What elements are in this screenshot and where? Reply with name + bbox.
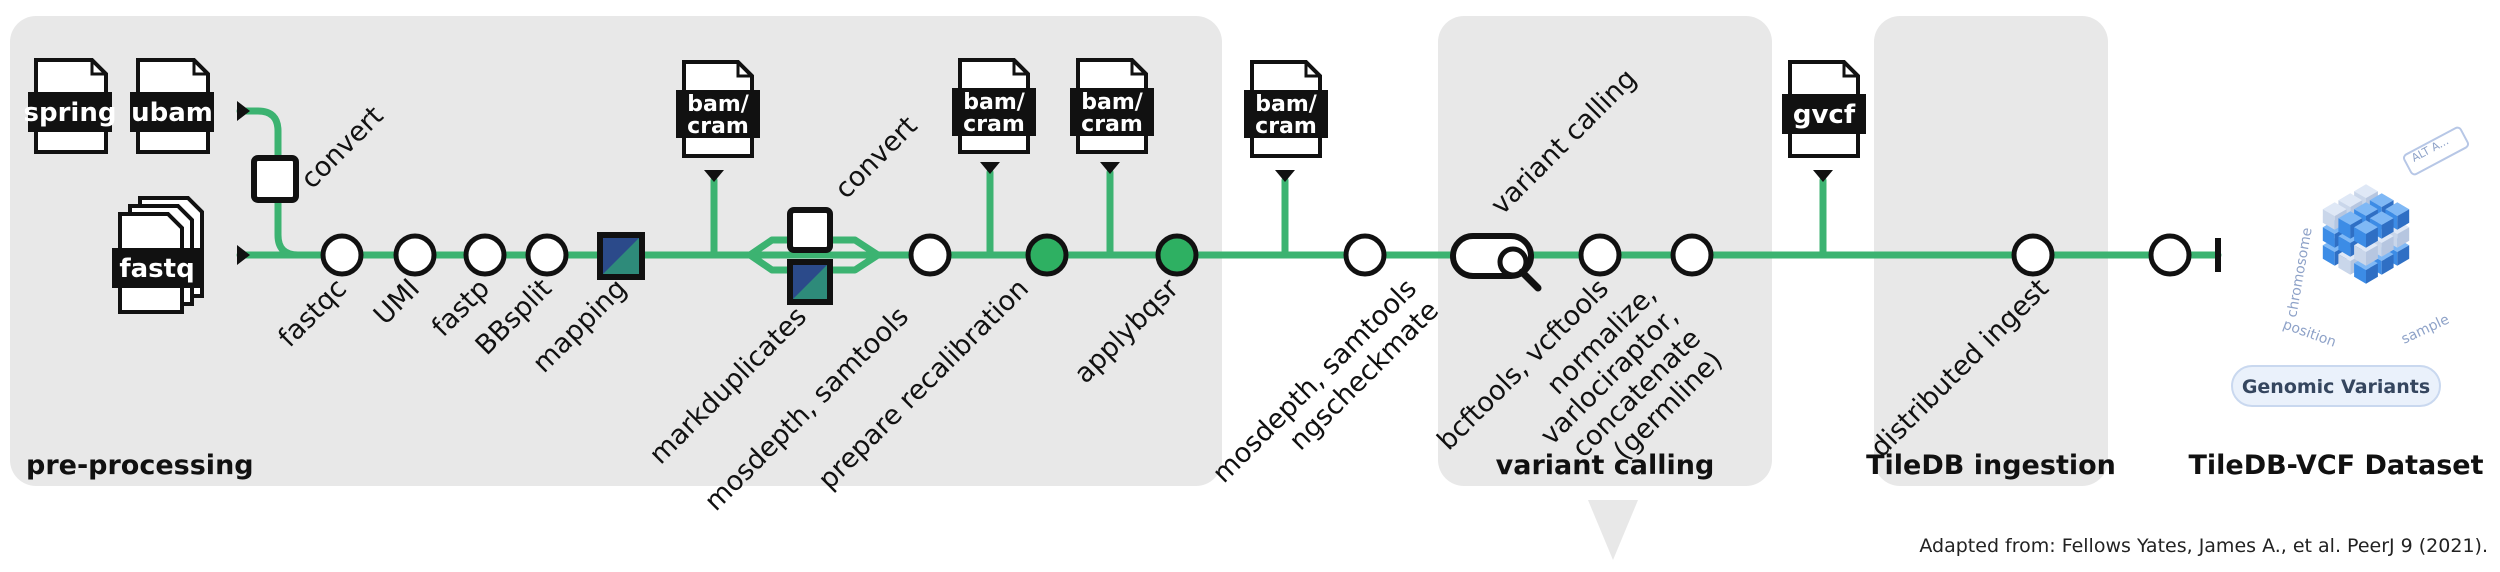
line-end-bar xyxy=(2215,238,2221,272)
cube-voxel-face xyxy=(2397,245,2410,266)
cube-voxel-face xyxy=(2385,202,2410,216)
cube-voxel-face xyxy=(2369,211,2394,225)
svg-text:bam/: bam/ xyxy=(963,90,1026,115)
cube-voxel-face xyxy=(2322,209,2335,230)
variant-calling-search-icon xyxy=(1450,233,1542,292)
mosdepth-mapping-node xyxy=(787,259,833,305)
cube-voxel-face xyxy=(2366,263,2378,284)
node-qc xyxy=(1343,233,1387,277)
file-icon-fastq: fastq xyxy=(112,196,204,314)
svg-text:spring: spring xyxy=(24,98,117,128)
svg-text:cram: cram xyxy=(1255,114,1317,139)
cube-voxel-face xyxy=(2322,202,2347,216)
section-title-variant-calling: variant calling xyxy=(1496,450,1715,481)
cube-voxel-face xyxy=(2354,184,2378,198)
file-icon-ubam: ubam xyxy=(130,58,214,154)
cube-axis-sample: sample xyxy=(2399,312,2452,348)
svg-text:gvcf: gvcf xyxy=(1793,100,1856,130)
svg-text:cram: cram xyxy=(963,112,1025,137)
cube-voxel-face xyxy=(2338,254,2351,275)
pointer-triangle xyxy=(1588,500,1638,560)
label-qc-line1: mosdepth, samtools xyxy=(1207,273,1423,489)
section-title-dataset: TileDB-VCF Dataset xyxy=(2188,450,2483,481)
node-fastp xyxy=(463,233,507,277)
svg-text:cram: cram xyxy=(687,114,749,139)
node-prepare-recalibration xyxy=(908,233,952,277)
cube-voxel-face xyxy=(2338,211,2363,225)
file-icon-bam-1: bam/ cram xyxy=(676,60,760,158)
svg-text:bam/: bam/ xyxy=(687,92,750,117)
convert-node-top xyxy=(251,155,299,203)
genomic-variants-badge xyxy=(2231,365,2441,407)
node-fastqc xyxy=(320,233,364,277)
cube-voxel-face xyxy=(2354,220,2378,234)
cube-voxel-face xyxy=(2397,209,2410,230)
node-bcftools xyxy=(1578,233,1622,277)
svg-text:fastq: fastq xyxy=(119,254,194,284)
pipeline-line xyxy=(236,107,2222,274)
cube-voxel-face xyxy=(2338,193,2363,207)
node-dataset xyxy=(2148,233,2192,277)
section-title-preprocessing: pre-processing xyxy=(26,450,254,481)
cube-voxel-face xyxy=(2366,227,2378,248)
input-arrowheads xyxy=(237,101,1833,265)
svg-text:bam/: bam/ xyxy=(1255,92,1318,117)
genomic-variants-badge-label: Genomic Variants xyxy=(2242,376,2430,398)
cube-voxel-face xyxy=(2338,236,2351,257)
cube-voxel-face xyxy=(2354,263,2366,284)
circle-nodes xyxy=(320,233,2192,277)
credit-text: Adapted from: Fellows Yates, James A., e… xyxy=(1919,535,2488,557)
node-bbsplit xyxy=(525,233,569,277)
cube-graphic: chromosome position sample ALT A... xyxy=(2281,126,2470,351)
cube-voxel-face xyxy=(2354,245,2366,266)
cube-voxel-face xyxy=(2354,202,2378,216)
cube-voxel-face xyxy=(2381,236,2394,257)
node-recal-filled xyxy=(1025,233,1069,277)
section-title-tiledb-ingestion: TileDB ingestion xyxy=(1866,450,2116,481)
file-icon-gvcf: gvcf xyxy=(1782,60,1866,158)
file-icon-bam-2: bam/ cram xyxy=(952,58,1036,154)
file-icon-bam-4: bam/ cram xyxy=(1244,60,1328,158)
cube-voxel-face xyxy=(2322,245,2335,266)
convert-node-mid xyxy=(787,207,833,253)
cube-axis-position: position xyxy=(2281,317,2339,351)
mapping-node xyxy=(597,232,645,280)
cube-voxel-face xyxy=(2322,227,2335,248)
cube-voxel-face xyxy=(2397,227,2410,248)
cube-voxel-face xyxy=(2381,254,2394,275)
node-normalize xyxy=(1670,233,1714,277)
file-icon-bam-3: bam/ cram xyxy=(1070,58,1154,154)
cube-voxel-face xyxy=(2338,218,2351,239)
svg-text:cram: cram xyxy=(1081,112,1143,137)
cube-voxel-face xyxy=(2354,227,2366,248)
node-distributed-ingest xyxy=(2011,233,2055,277)
cube-axis-chromosome: chromosome xyxy=(2284,226,2316,318)
file-icon-spring: spring xyxy=(24,58,117,154)
svg-text:bam/: bam/ xyxy=(1081,90,1144,115)
cube-voxel-face xyxy=(2381,218,2394,239)
panel-tiledb-ingestion xyxy=(1874,16,2108,486)
node-umi xyxy=(393,233,437,277)
cube-voxel-face xyxy=(2366,245,2378,266)
cube-voxel-face xyxy=(2369,193,2394,207)
svg-text:ubam: ubam xyxy=(131,98,213,128)
node-applybqsr xyxy=(1155,233,1199,277)
